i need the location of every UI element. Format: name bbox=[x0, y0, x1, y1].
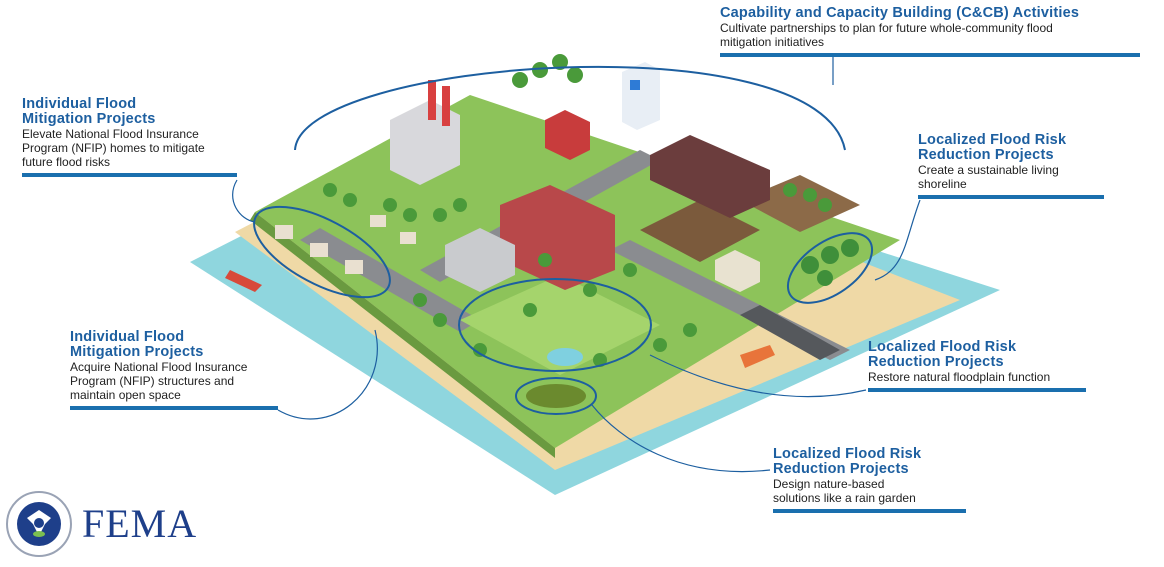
ccb-arc bbox=[294, 65, 846, 151]
callout-title: Localized Flood Risk Reduction Projects bbox=[773, 446, 922, 477]
callout-title: Localized Flood Risk Reduction Projects bbox=[918, 132, 1067, 163]
callout-desc: Design nature-based solutions like a rai… bbox=[773, 477, 916, 505]
elevated-homes bbox=[275, 215, 416, 274]
callout-title: Localized Flood Risk Reduction Projects bbox=[868, 339, 1017, 370]
callout-desc: Acquire National Flood Insurance Program… bbox=[70, 360, 248, 402]
callout-raingarden: Localized Flood Risk Reduction Projects … bbox=[773, 447, 966, 513]
divider bbox=[720, 53, 1140, 57]
dhs-seal-logo bbox=[6, 491, 72, 557]
land-edge bbox=[250, 212, 555, 458]
park bbox=[460, 275, 660, 375]
rain-garden bbox=[526, 384, 586, 408]
boat-left bbox=[225, 270, 262, 292]
callout-title: Capability and Capacity Building (C&CB) … bbox=[720, 5, 1080, 21]
callout-desc: Cultivate partnerships to plan for futur… bbox=[720, 21, 1053, 49]
shoreline-vegetation bbox=[801, 239, 859, 286]
divider bbox=[868, 388, 1086, 392]
factory bbox=[390, 80, 460, 185]
callout-elevate: Individual Flood Mitigation Projects Ele… bbox=[22, 97, 237, 177]
divider bbox=[70, 406, 278, 410]
callout-floodplain: Localized Flood Risk Reduction Projects … bbox=[868, 340, 1086, 392]
bridge bbox=[740, 305, 840, 360]
divider bbox=[918, 195, 1104, 199]
school bbox=[650, 135, 770, 218]
callout-title: Individual Flood Mitigation Projects bbox=[22, 96, 156, 127]
callout-shoreline: Localized Flood Risk Reduction Projects … bbox=[918, 133, 1104, 199]
leader-lines bbox=[232, 57, 921, 473]
callout-desc: Elevate National Flood Insurance Program… bbox=[22, 127, 205, 169]
house bbox=[715, 250, 760, 292]
hospital bbox=[622, 62, 660, 130]
divider bbox=[22, 173, 237, 177]
pond bbox=[547, 348, 583, 366]
open-space-ellipse bbox=[458, 278, 652, 372]
elevate-ellipse bbox=[253, 205, 391, 299]
rain-garden-ellipse bbox=[515, 377, 597, 415]
parking-garage bbox=[445, 228, 515, 292]
callout-desc: Restore natural floodplain function bbox=[868, 370, 1051, 384]
apartment-building bbox=[500, 185, 615, 290]
shoreline-ellipse bbox=[786, 232, 874, 304]
callout-ccb: Capability and Capacity Building (C&CB) … bbox=[720, 6, 1140, 57]
callout-acquire: Individual Flood Mitigation Projects Acq… bbox=[70, 330, 278, 410]
boat-right bbox=[740, 345, 775, 368]
divider bbox=[773, 509, 966, 513]
fire-station bbox=[545, 110, 590, 160]
callout-title: Individual Flood Mitigation Projects bbox=[70, 329, 204, 360]
highlight-ellipses bbox=[253, 65, 874, 415]
callout-desc: Create a sustainable living shoreline bbox=[918, 163, 1059, 191]
fema-logo-text: FEMA bbox=[82, 501, 198, 546]
trees bbox=[323, 54, 832, 367]
